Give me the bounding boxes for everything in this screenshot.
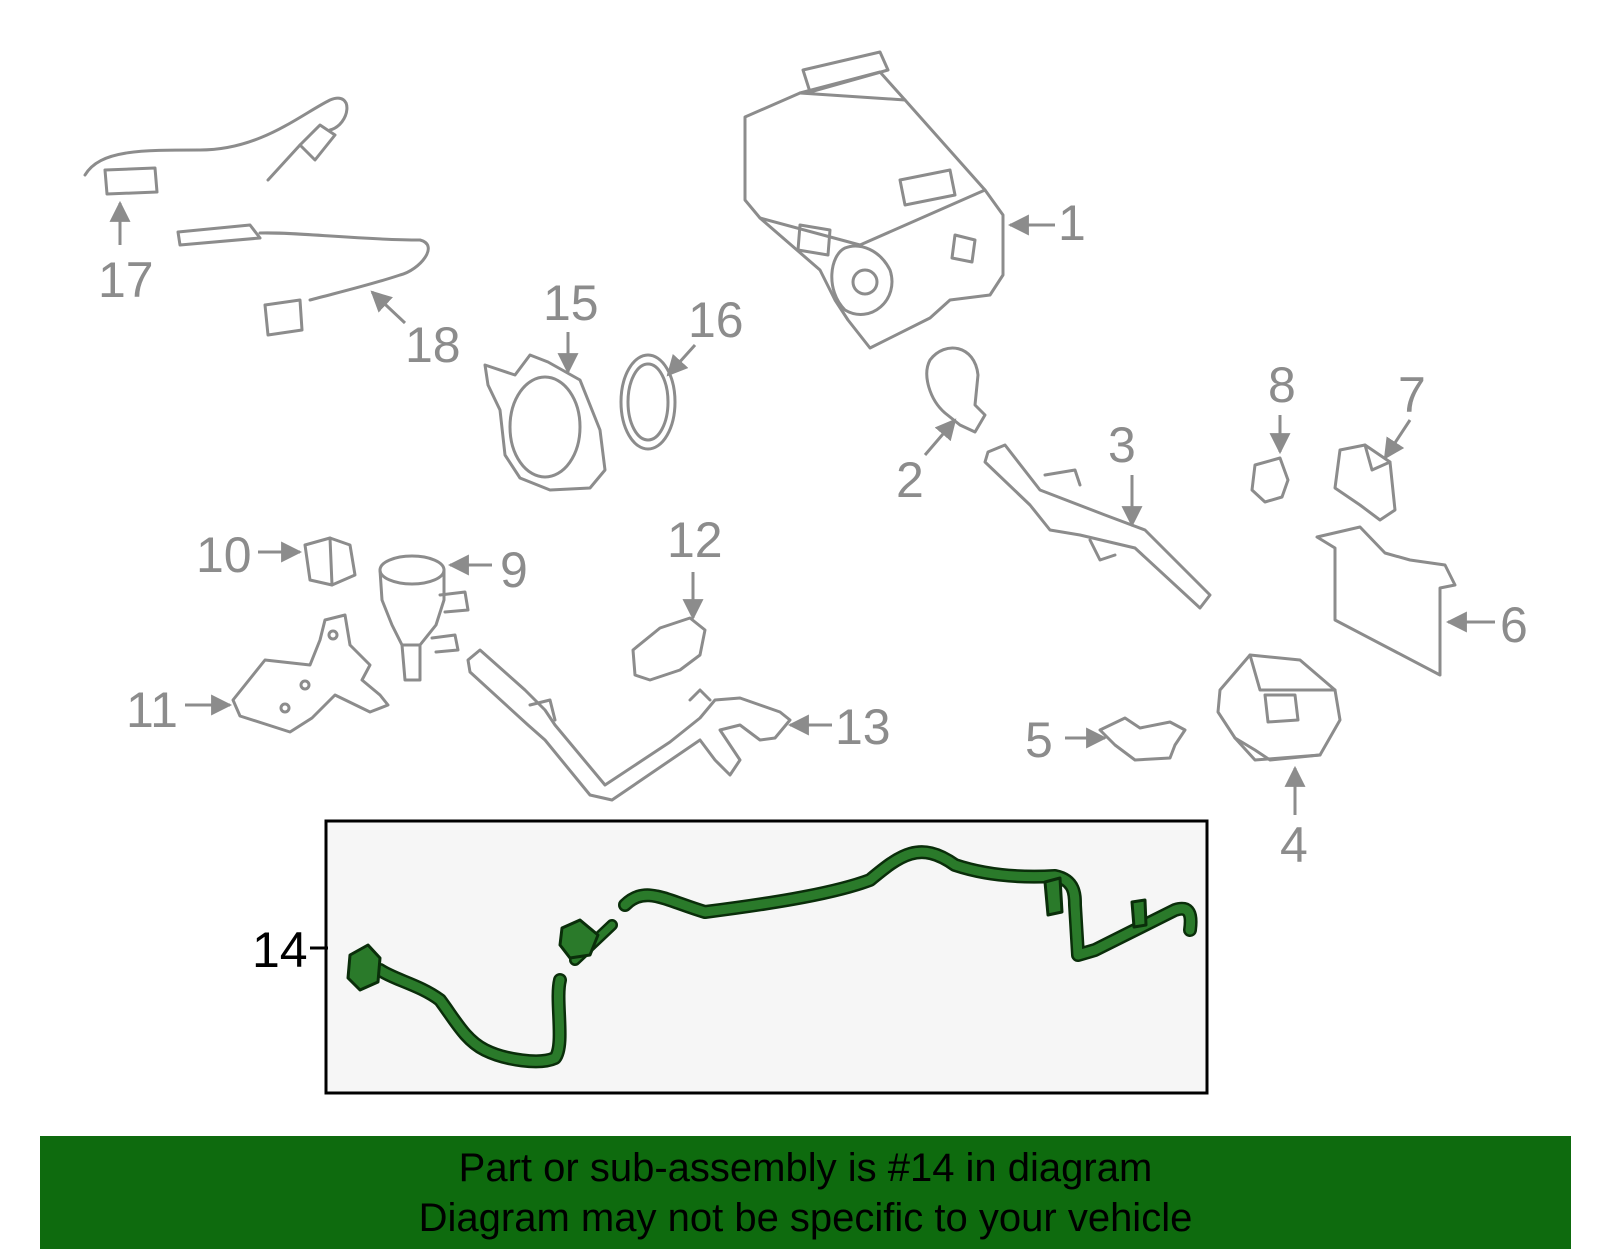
- callout-17: 17: [98, 252, 154, 308]
- part-14-hose-assembly: [373, 845, 1198, 1069]
- callout-10: 10: [196, 527, 252, 583]
- callout-14: 14: [252, 922, 308, 978]
- callout-1: 1: [1058, 195, 1086, 251]
- leader-7: [1383, 419, 1412, 460]
- part-17-sensor: [83, 96, 349, 196]
- part-1-canister: [743, 50, 1005, 350]
- part-8-cap: [1250, 456, 1290, 504]
- part-15-cover: [483, 353, 607, 492]
- leader-16: [666, 343, 697, 377]
- callout-7: 7: [1398, 367, 1426, 423]
- part-9-valve: [378, 554, 470, 682]
- part-5-bracket: [1098, 716, 1187, 762]
- part-18-sensor: [176, 223, 430, 337]
- part-7-clip: [1333, 443, 1397, 522]
- callout-9: 9: [500, 542, 528, 598]
- callout-6: 6: [1500, 597, 1528, 653]
- part-2-hose: [925, 346, 987, 434]
- part-10-connector: [303, 536, 357, 587]
- part-4-housing: [1216, 653, 1342, 762]
- callout-5: 5: [1025, 712, 1053, 768]
- part-6-shield: [1315, 525, 1457, 677]
- banner-line-1: Part or sub-assembly is #14 in diagram: [458, 1145, 1153, 1190]
- callout-18: 18: [405, 317, 461, 373]
- banner-line-2: Diagram may not be specific to your vehi…: [418, 1195, 1193, 1240]
- part-3-tube: [983, 443, 1212, 610]
- callout-13: 13: [835, 699, 891, 755]
- info-banner: Part or sub-assembly is #14 in diagram D…: [40, 1136, 1571, 1249]
- part-14-fittings: [346, 876, 1148, 992]
- part-16-gasket: [619, 353, 677, 451]
- part-11-bracket: [231, 613, 390, 734]
- callout-4: 4: [1280, 817, 1308, 873]
- part-13-line: [466, 648, 792, 802]
- callout-8: 8: [1268, 357, 1296, 413]
- callout-15: 15: [543, 275, 599, 331]
- callout-2: 2: [896, 452, 924, 508]
- leader-18: [370, 290, 407, 325]
- callout-12: 12: [667, 512, 723, 568]
- callout-3: 3: [1108, 417, 1136, 473]
- callout-16: 16: [688, 292, 744, 348]
- part-12-bracket: [631, 616, 707, 682]
- callout-11: 11: [126, 682, 178, 738]
- leader-2: [923, 418, 957, 456]
